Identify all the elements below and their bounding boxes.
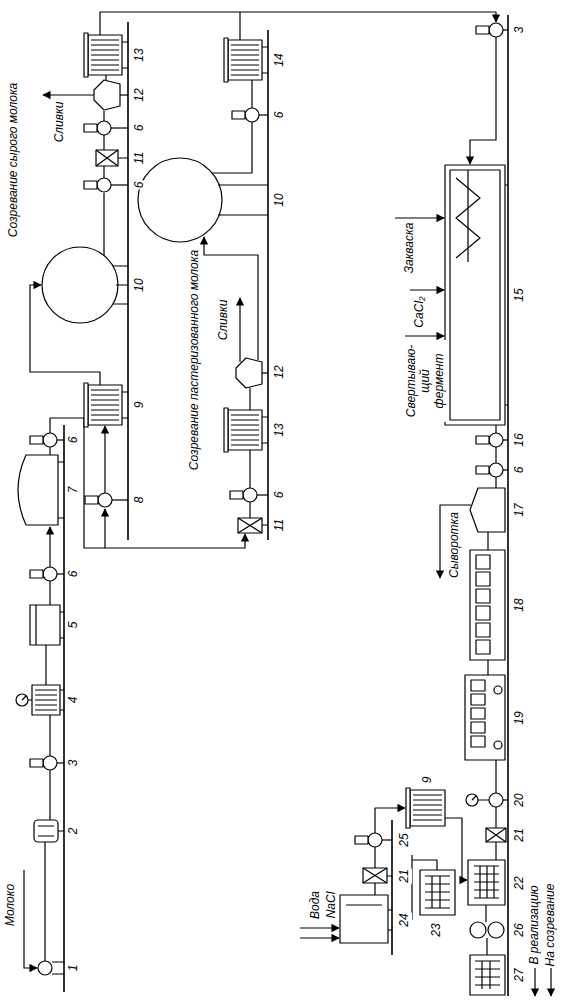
callout-number: 13	[133, 47, 147, 62]
callout-number: 4	[67, 696, 81, 705]
callout-number: 13	[273, 422, 287, 437]
text-label: NaCl	[325, 891, 339, 920]
callout-number: 10	[133, 277, 147, 292]
pipeline	[395, 37, 551, 996]
text-label: В реализацию	[528, 884, 542, 965]
floor-line	[64, 15, 508, 996]
callout-number: 12	[273, 364, 287, 379]
callout-number: 6	[133, 124, 147, 133]
callout-number: 9	[133, 401, 147, 410]
cheese-vat	[445, 165, 508, 425]
forming-equipment	[465, 488, 505, 760]
callout-number: 11	[133, 151, 147, 165]
pipeline	[30, 12, 496, 493]
text-label: Созревание сырого молока	[7, 82, 21, 238]
callout-number: 21	[513, 827, 527, 842]
text-label: Закваска	[403, 222, 417, 275]
callout-number: 6	[273, 491, 287, 500]
text-label: Сыворотка	[448, 511, 462, 579]
callout-number: 10	[273, 192, 287, 207]
callout-number: 21	[398, 868, 412, 883]
filter-symbol	[34, 150, 506, 883]
text-label: На созревание	[544, 883, 558, 968]
text-label: Молоко	[4, 883, 18, 927]
text-label: CaCl₂	[413, 295, 427, 328]
callout-number: 3	[67, 759, 81, 768]
callout-number: 18	[513, 597, 527, 612]
text-label: Свертываю- щий фермент	[405, 340, 446, 422]
text-label: Сливки	[53, 101, 67, 144]
callout-number: 6	[513, 466, 527, 475]
callout-number: 2	[67, 827, 81, 836]
callout-number: 1	[67, 964, 81, 973]
callout-number: 8	[133, 496, 147, 505]
callout-number: 23	[430, 922, 444, 937]
callout-number: 5	[67, 621, 81, 630]
callout-number: 16	[513, 432, 527, 447]
brine-rack	[412, 855, 505, 995]
callout-number: 25	[398, 832, 412, 847]
callout-number: 12	[133, 87, 147, 102]
text-label: Сливки	[217, 299, 231, 342]
pump-symbol	[30, 23, 508, 975]
text-label: Вода	[309, 890, 323, 920]
callout-number: 11	[273, 518, 287, 532]
separator-symbol	[94, 80, 268, 388]
callout-number: 6	[67, 436, 81, 445]
callout-number: 3	[513, 26, 527, 35]
callout-number: 6	[133, 181, 147, 190]
callout-number: 14	[273, 52, 287, 67]
callout-number: 26	[513, 922, 527, 937]
callout-number: 27	[513, 967, 527, 982]
callout-number: 9	[421, 776, 435, 785]
callout-number: 17	[513, 502, 527, 517]
pressure-gauge	[16, 694, 489, 806]
callout-number: 22	[513, 875, 527, 890]
heat-exchanger	[32, 33, 445, 828]
callout-number: 19	[513, 710, 527, 725]
callout-number: 6	[273, 111, 287, 120]
tank-symbol	[18, 158, 392, 943]
callout-number: 6	[67, 570, 81, 579]
callout-number: 7	[67, 486, 81, 495]
callout-number: 20	[513, 792, 527, 807]
callout-number: 24	[398, 912, 412, 927]
callout-number: 15	[513, 287, 527, 302]
text-label: Созревание пастеризованного молока	[188, 249, 202, 471]
